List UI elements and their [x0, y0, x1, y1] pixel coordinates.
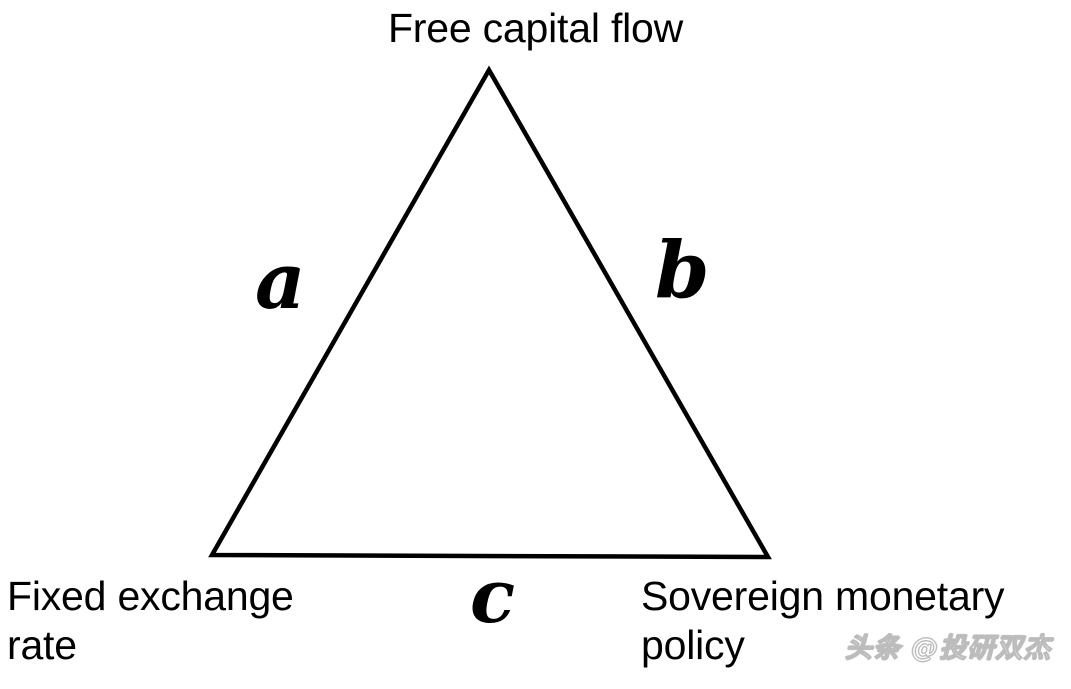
- triangle-outline: [208, 65, 772, 560]
- vertex-label-bottom-right: Sovereign monetary policy: [641, 573, 1005, 668]
- watermark-text: 头条 @投研双杰: [844, 633, 1052, 665]
- side-label-c: c: [470, 554, 516, 640]
- vertex-label-top: Free capital flow: [387, 5, 684, 51]
- vertex-label-bottom-left: Fixed exchange rate: [7, 573, 294, 668]
- side-label-b: b: [655, 225, 710, 316]
- side-label-a: a: [255, 236, 306, 327]
